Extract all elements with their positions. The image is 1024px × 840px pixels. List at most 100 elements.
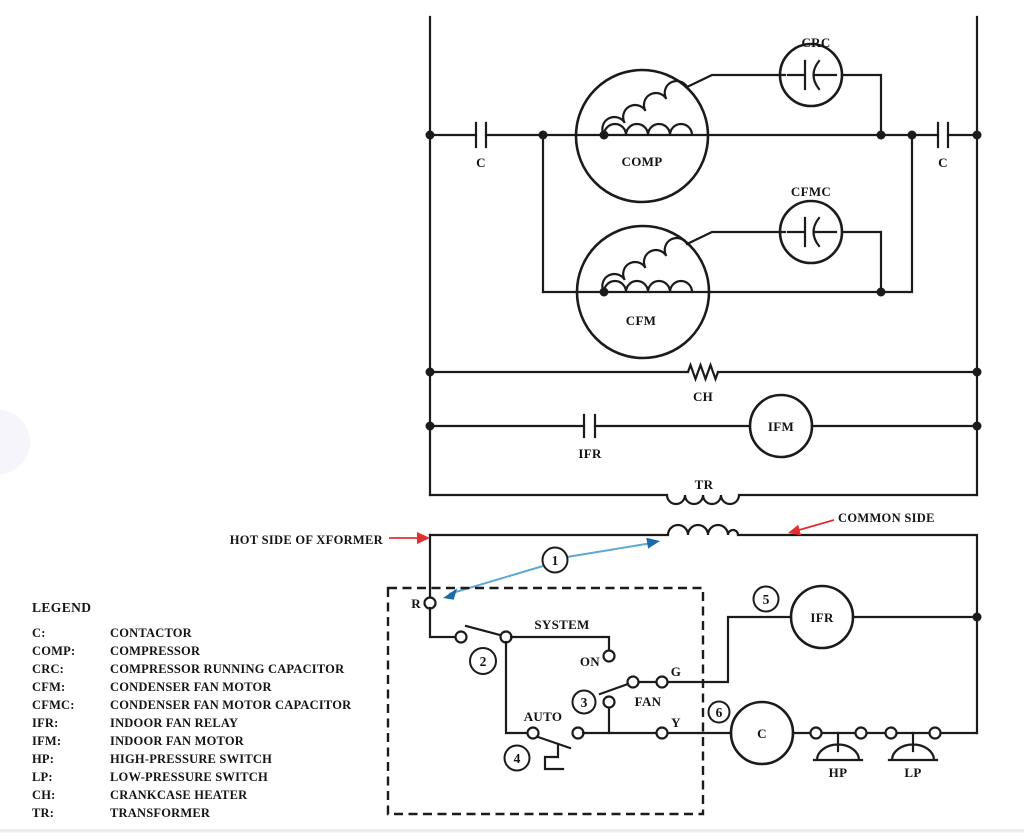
y-terminal-label: Y	[671, 715, 681, 730]
auto-contact-left[interactable]	[526, 726, 540, 740]
thermostat-box	[386, 586, 705, 816]
comp-label: COMP	[622, 154, 663, 169]
junction-dot	[425, 421, 435, 431]
contactor-right-label: C	[938, 155, 948, 170]
condenser-fan-motor-circle	[575, 224, 711, 360]
comp-run-winding	[602, 122, 694, 137]
hp-label: HP	[829, 765, 848, 780]
auto-contact-right[interactable]	[571, 726, 585, 740]
callout-4-number: 4	[514, 751, 521, 766]
fan-contact-g2[interactable]	[655, 675, 669, 689]
junction-dot	[972, 130, 982, 140]
legend-desc: INDOOR FAN MOTOR	[110, 734, 245, 748]
legend-abbr: COMP:	[32, 644, 75, 658]
comp-start-winding	[601, 79, 689, 137]
legend-desc: COMPRESSOR	[110, 644, 201, 658]
tr-label: TR	[695, 477, 714, 492]
callout-1-number: 1	[552, 553, 559, 568]
secondary-right-and-common-rail	[736, 533, 979, 735]
r-to-system-wire	[428, 606, 457, 639]
legend-desc: TRANSFORMER	[110, 806, 211, 820]
junction-dot	[538, 130, 548, 140]
y-terminal[interactable]	[655, 726, 669, 740]
system-to-on-wire	[509, 635, 611, 652]
legend-abbr: CH:	[32, 788, 56, 802]
junction-dot	[425, 130, 435, 140]
crc-wire-right	[840, 73, 883, 137]
r-terminal	[423, 596, 437, 610]
ch-resistor	[686, 361, 720, 383]
callout-6-number: 6	[716, 705, 723, 720]
junction-dot	[972, 421, 982, 431]
ch-label: CH	[693, 389, 713, 404]
control-section: HOT SIDE OF XFORMER COMMON SIDE R SYSTEM…	[230, 511, 982, 816]
legend-abbr: HP:	[32, 752, 54, 766]
callout-2: 2	[469, 647, 497, 675]
legend-desc: HIGH-PRESSURE SWITCH	[110, 752, 272, 766]
common-side-arrow-head	[788, 524, 801, 536]
legend-desc: LOW-PRESSURE SWITCH	[110, 770, 268, 784]
auto-label: AUTO	[524, 709, 563, 724]
legend-abbr: LP:	[32, 770, 53, 784]
cfmc-wire-right	[840, 230, 883, 294]
callout-5: 5	[752, 585, 780, 613]
comp-node-dot	[599, 130, 609, 140]
crc-capacitor-symbol	[786, 59, 838, 91]
legend-title: LEGEND	[32, 600, 91, 615]
legend-desc: CONDENSER FAN MOTOR CAPACITOR	[110, 698, 352, 712]
legend-desc: CONDENSER FAN MOTOR	[110, 680, 272, 694]
contactor-coil-label: C	[757, 726, 767, 741]
legend-desc: COMPRESSOR RUNNING CAPACITOR	[110, 662, 345, 676]
fan-pivot-contact[interactable]	[602, 695, 616, 709]
callout-3: 3	[571, 689, 597, 715]
anticipator-symbol	[543, 742, 565, 771]
on-contact[interactable]	[602, 649, 616, 663]
contactor-contact-left	[474, 121, 488, 149]
hp-contact-right[interactable]	[854, 726, 868, 740]
legend-desc: INDOOR FAN RELAY	[110, 716, 238, 730]
system-contact-left[interactable]	[454, 630, 468, 644]
legend-abbr: CFM:	[32, 680, 65, 694]
cfm-start-winding	[601, 236, 689, 294]
hp-contact-left[interactable]	[809, 726, 823, 740]
lp-contact-right[interactable]	[928, 726, 942, 740]
common-side-label: COMMON SIDE	[838, 511, 935, 525]
legend-abbr: IFM:	[32, 734, 61, 748]
crc-label: CRC	[801, 35, 830, 50]
fan-contact-g1[interactable]	[626, 675, 640, 689]
cfm-label: CFM	[626, 313, 657, 328]
lp-contact-left[interactable]	[884, 726, 898, 740]
callout-5-number: 5	[763, 592, 770, 607]
power-section: C C COMP CRC CFM CFMC	[425, 15, 982, 506]
fan-switch-blade[interactable]	[598, 682, 630, 696]
fan-label: FAN	[635, 694, 662, 709]
cfmc-label: CFMC	[791, 184, 831, 199]
hp-diaphragm	[812, 731, 864, 762]
junction-dot	[972, 367, 982, 377]
junction-dot	[876, 287, 886, 297]
junction-dot	[425, 367, 435, 377]
legend-abbr: C:	[32, 626, 46, 640]
callout1-arrow-head-coil	[646, 537, 660, 549]
crc-wire-left	[685, 73, 787, 89]
ifr-contacts-symbol	[582, 413, 597, 439]
contactor-contact-right	[936, 121, 950, 149]
legend: LEGEND C: CONTACTOR COMP: COMPRESSOR CRC…	[32, 600, 352, 820]
legend-abbr: CFMC:	[32, 698, 75, 712]
tr-primary-coil	[665, 493, 741, 506]
auto-switch-blade[interactable]	[536, 735, 572, 750]
lp-diaphragm	[887, 731, 939, 762]
system-to-auto-wire	[504, 640, 529, 735]
g-terminal-label: G	[671, 664, 681, 679]
callout-1: 1	[541, 546, 569, 574]
contactor-left-label: C	[476, 155, 486, 170]
cfm-line	[541, 133, 914, 294]
junction-dot	[876, 130, 886, 140]
ifr-coil-label: IFR	[810, 610, 834, 625]
system-switch-blade[interactable]	[464, 624, 502, 637]
callout-3-number: 3	[581, 695, 588, 710]
system-contact-right[interactable]	[499, 630, 513, 644]
watermark-smudge	[0, 410, 30, 474]
